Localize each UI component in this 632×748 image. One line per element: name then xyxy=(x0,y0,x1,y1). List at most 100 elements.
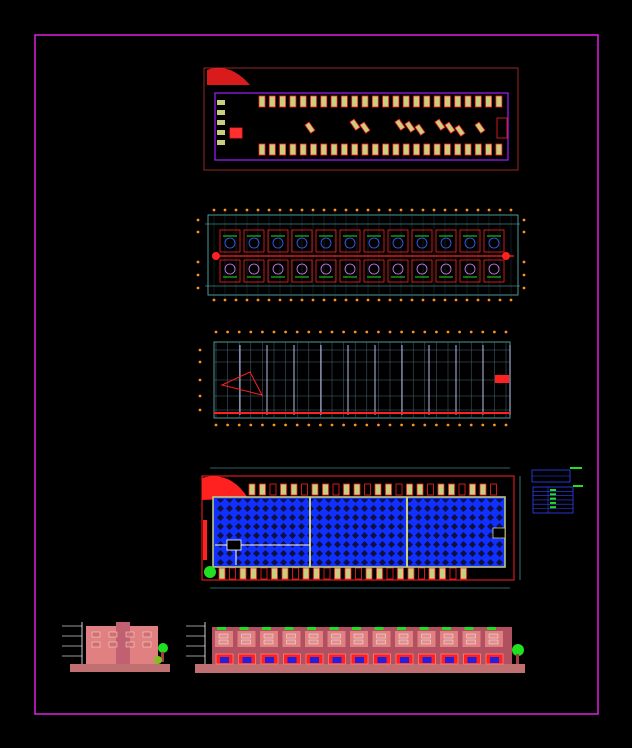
grid-marker xyxy=(319,423,322,427)
parking-space xyxy=(344,567,352,580)
window xyxy=(263,639,274,645)
grid-marker xyxy=(411,330,415,334)
parking-space xyxy=(217,140,225,145)
grid-marker xyxy=(454,298,458,302)
parking-space-angled xyxy=(414,123,426,136)
grid-marker xyxy=(421,298,425,302)
grid-marker xyxy=(366,208,370,212)
parking-space xyxy=(258,95,266,108)
grid-marker xyxy=(522,230,526,234)
grid-marker xyxy=(432,208,436,212)
grid-marker xyxy=(458,423,461,427)
parking-space xyxy=(343,483,350,496)
parking-space xyxy=(279,95,287,108)
parking-space xyxy=(495,95,503,108)
arch-opening xyxy=(332,657,342,663)
stair xyxy=(212,252,220,260)
parking-space xyxy=(299,95,307,108)
parking-space-angled xyxy=(434,118,446,131)
parking-space xyxy=(395,483,403,496)
parking-space xyxy=(332,483,340,496)
arch-opening xyxy=(400,657,409,663)
planter xyxy=(352,627,361,630)
grid-marker xyxy=(237,330,241,334)
table-cell-fill xyxy=(550,506,556,509)
parking-space xyxy=(320,95,328,108)
window xyxy=(125,641,135,648)
grid-marker xyxy=(256,208,260,212)
deck-outline xyxy=(201,475,515,581)
parking-space xyxy=(392,95,400,108)
grid-marker xyxy=(278,208,282,212)
grid-marker xyxy=(344,208,348,212)
grid-marker xyxy=(469,330,473,334)
balcony-bay xyxy=(417,631,436,647)
grid-marker xyxy=(366,298,370,302)
front-elevation xyxy=(186,622,525,673)
planter xyxy=(419,627,429,630)
parking-space xyxy=(371,143,379,156)
grid-marker xyxy=(267,298,271,302)
grid-marker xyxy=(272,330,276,334)
parking-space xyxy=(260,567,268,580)
grid-marker xyxy=(353,330,357,334)
grid-marker xyxy=(214,423,218,427)
parking-space xyxy=(397,567,404,580)
arch-opening xyxy=(242,657,252,663)
parking-space-angled xyxy=(394,118,406,131)
grid-marker xyxy=(469,423,473,427)
parking-space xyxy=(423,143,431,156)
grid-marker xyxy=(198,408,202,412)
ground xyxy=(195,664,525,673)
grid-marker xyxy=(377,208,381,212)
grid-marker xyxy=(504,330,508,334)
grid-marker xyxy=(226,423,230,427)
window xyxy=(376,633,386,639)
parking-space xyxy=(392,143,400,156)
shrub xyxy=(154,656,162,664)
parking-space xyxy=(334,567,341,580)
parking-space xyxy=(330,143,338,156)
grid-marker xyxy=(446,423,450,427)
parking-space xyxy=(382,143,390,156)
balcony-arc xyxy=(368,263,380,275)
floor-outline xyxy=(207,214,519,296)
window xyxy=(108,641,118,648)
parking-space xyxy=(281,567,289,580)
arch-opening xyxy=(355,657,364,663)
tree-trunk xyxy=(161,652,164,662)
window xyxy=(142,641,152,648)
parking-space xyxy=(217,110,225,115)
grid-marker xyxy=(261,423,264,427)
parking-space xyxy=(449,567,457,580)
arch-opening xyxy=(310,657,319,663)
grid-marker xyxy=(198,394,202,398)
parking-space xyxy=(311,483,319,496)
parking-space xyxy=(217,100,225,105)
parking-space xyxy=(407,567,415,580)
grid-marker xyxy=(295,423,299,427)
parking-space xyxy=(248,483,256,496)
sheet-border xyxy=(34,34,599,715)
grid-marker xyxy=(249,330,253,334)
stair xyxy=(502,252,510,260)
window xyxy=(466,639,476,645)
parking-space xyxy=(330,95,338,108)
grid-marker xyxy=(498,298,502,302)
grid-marker xyxy=(443,208,447,212)
grid-marker xyxy=(196,230,200,234)
balcony-arc xyxy=(440,263,452,275)
grid-marker xyxy=(198,360,202,364)
window xyxy=(398,633,409,639)
parking-space xyxy=(322,483,329,496)
grid-marker xyxy=(493,423,496,427)
window xyxy=(263,633,274,639)
balcony-arc xyxy=(488,263,500,275)
grid-marker xyxy=(234,298,238,302)
parking-space xyxy=(376,567,383,580)
grid-marker xyxy=(476,298,480,302)
grid-marker xyxy=(355,298,359,302)
grid-marker xyxy=(342,330,345,334)
parking-space xyxy=(250,567,257,580)
